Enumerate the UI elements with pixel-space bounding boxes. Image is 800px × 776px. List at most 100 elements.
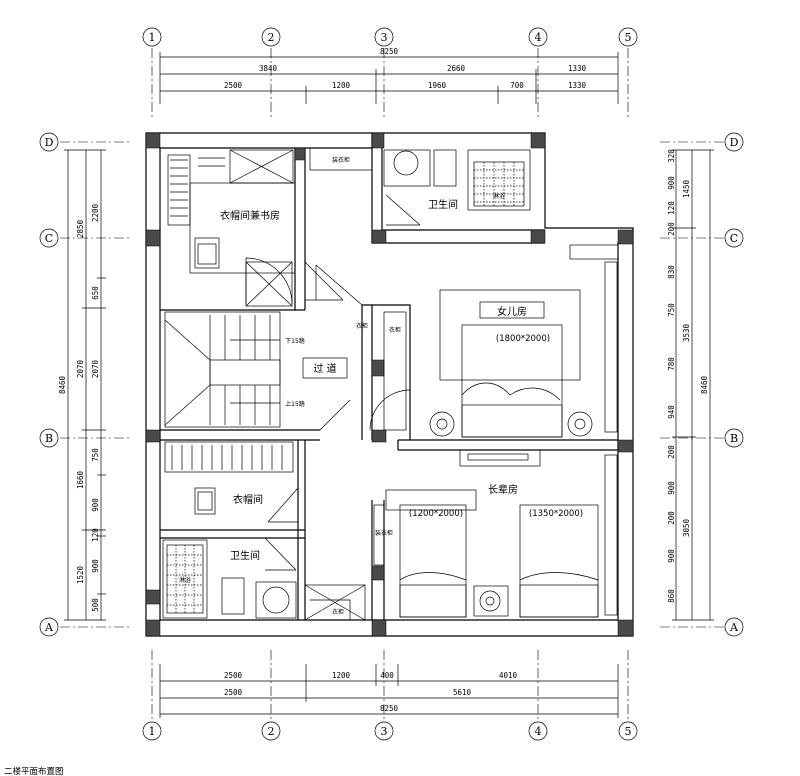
dim-right-total: 8460: [700, 375, 709, 394]
dim-left-r2-0: 2200: [91, 203, 100, 222]
dim-left-r2-4: 900: [91, 498, 100, 512]
dim-bottom-r1-0: 2500: [224, 671, 243, 680]
dim-left-r2-2: 2070: [91, 359, 100, 378]
shower-label-bottom: 淋浴: [179, 576, 191, 584]
closet-study-room: 衣帽间兼书房: [167, 149, 296, 307]
cabinet-label-top: 装衣柜: [332, 156, 350, 164]
cabinet-label-elder: 装衣柜: [375, 529, 393, 537]
axis-label-col-3: 3: [381, 31, 388, 44]
dim-left-r2-6: 900: [91, 559, 100, 573]
dim-bottom-total: 8250: [380, 704, 399, 713]
dim-bottom-r2-0: 2500: [224, 688, 243, 697]
room-label-daughter: 女儿房: [497, 305, 527, 318]
dim-left-r2-7: 500: [91, 598, 100, 612]
room-label-elder: 长辈房: [488, 483, 518, 496]
axis-label-row-a-left: A: [44, 621, 54, 634]
shower-label-top: 淋浴: [493, 192, 505, 200]
room-label-bath-bottom: 卫生间: [230, 549, 260, 562]
dim-right-r1-0: 1450: [682, 179, 691, 198]
dim-left-r1-3: 1520: [76, 565, 85, 584]
bottom-bathroom: 淋浴 卫生间 衣柜: [162, 539, 366, 621]
dim-right-r1-2: 3050: [682, 518, 691, 537]
walls: [145, 132, 634, 637]
dim-right-r2-6: 780: [667, 357, 676, 371]
room-label-corridor: 过 道: [313, 362, 336, 375]
dim-right-r2-9: 900: [667, 481, 676, 495]
cabinet-label-bottom-corridor: 衣柜: [332, 608, 344, 616]
bed-size-elder-2: (1350*2000): [529, 509, 583, 519]
dim-right-r2-7: 940: [667, 405, 676, 419]
left-dimension-lines: 8460 2850 2070 1660 1520 2200 650 2070 7…: [58, 149, 106, 621]
dim-top-r1-2: 1330: [568, 64, 587, 73]
axis-label-row-c-right: C: [730, 232, 738, 245]
dim-right-r2-12: 860: [667, 589, 676, 603]
axis-label-col-4: 4: [535, 31, 542, 44]
dim-right-r2-5: 750: [667, 303, 676, 317]
dim-top-r2-3: 700: [510, 81, 524, 90]
axis-label-col-4-bottom: 4: [535, 725, 542, 738]
dim-right-r2-3: 200: [667, 222, 676, 236]
axis-label-row-a-right: A: [729, 621, 739, 634]
dim-left-total: 8460: [58, 375, 67, 394]
dim-left-r2-1: 650: [91, 286, 100, 300]
axis-label-col-2: 2: [268, 31, 275, 44]
axis-label-row-b-right: B: [730, 432, 738, 445]
stair-down-label: 下15踏: [285, 337, 305, 345]
bed-size-elder-1: (1200*2000): [409, 509, 463, 519]
corridor: 过 道 衣柜: [302, 264, 407, 431]
door-swings: [245, 194, 421, 620]
dim-right-r2-2: 120: [667, 201, 676, 215]
axis-label-row-d-left: D: [45, 136, 54, 149]
staircase: 下15踏 上15踏: [164, 311, 305, 428]
daughter-room: 女儿房 (1800*2000): [429, 244, 619, 467]
bed-size-daughter: (1800*2000): [496, 334, 550, 344]
room-label-bath-top: 卫生间: [428, 198, 458, 211]
axis-label-col-3-bottom: 3: [381, 725, 388, 738]
dim-left-r2-5: 120: [91, 528, 100, 542]
structural-columns: [145, 132, 634, 637]
axis-label-row-d-right: D: [730, 136, 739, 149]
cabinet-label-elder-side: 衣柜: [356, 322, 368, 330]
room-label-closet: 衣帽间: [233, 493, 263, 506]
bottom-dimension-lines: 2500 1200 400 4010 2500 5610 8250: [159, 664, 619, 718]
axis-grid: [60, 48, 725, 720]
dim-left-r1-1: 2070: [76, 359, 85, 378]
dim-top-r2-1: 1200: [332, 81, 351, 90]
dim-top-total: 8250: [380, 47, 399, 56]
right-dimension-lines: 8460 1450 3530 3050 320 900 120 200 830 …: [667, 149, 714, 621]
dim-bottom-r1-2: 400: [380, 671, 394, 680]
top-dimension-lines: 8250 3840 2660 1330 2500 1200 1960 700 1…: [159, 47, 619, 104]
dim-top-r2-0: 2500: [224, 81, 243, 90]
cabinet-label-corridor: 衣柜: [389, 326, 401, 334]
dim-right-r2-1: 900: [667, 176, 676, 190]
dim-top-r1-0: 3840: [259, 64, 278, 73]
axis-bubbles: 1 2 3 4 5 1 2 3 4 5 D C B A D C B A: [39, 27, 744, 741]
axis-label-col-2-bottom: 2: [268, 725, 275, 738]
axis-label-row-b-left: B: [45, 432, 53, 445]
dim-bottom-r2-1: 5610: [453, 688, 472, 697]
room-label-closet-study: 衣帽间兼书房: [220, 209, 280, 222]
axis-label-col-5: 5: [625, 31, 632, 44]
dim-right-r2-8: 200: [667, 445, 676, 459]
dim-top-r2-4: 1330: [568, 81, 587, 90]
dim-right-r2-0: 320: [667, 149, 676, 163]
dim-right-r2-10: 200: [667, 511, 676, 525]
dim-left-r1-0: 2850: [76, 219, 85, 238]
dim-left-r1-2: 1660: [76, 470, 85, 489]
axis-label-col-5-bottom: 5: [625, 725, 632, 738]
closet-room: 衣帽间: [164, 441, 294, 515]
drawing-footnote: 二楼平面布置图: [4, 766, 64, 776]
top-bathroom: 淋浴 装衣柜 卫生间: [309, 147, 531, 211]
axis-label-col-1: 1: [149, 31, 156, 44]
dim-right-r2-11: 900: [667, 549, 676, 563]
dim-bottom-r1-3: 4010: [499, 671, 518, 680]
dim-left-r2-3: 750: [91, 448, 100, 462]
dim-right-r1-1: 3530: [682, 323, 691, 342]
dim-bottom-r1-1: 1200: [332, 671, 351, 680]
stair-up-label: 上15踏: [285, 400, 305, 408]
dim-top-r1-1: 2660: [447, 64, 466, 73]
axis-label-row-c-left: C: [45, 232, 53, 245]
dim-right-r2-4: 830: [667, 265, 676, 279]
elder-room: 长辈房 (1200*2000) (1350*2000) 装衣柜 衣柜: [356, 322, 618, 618]
